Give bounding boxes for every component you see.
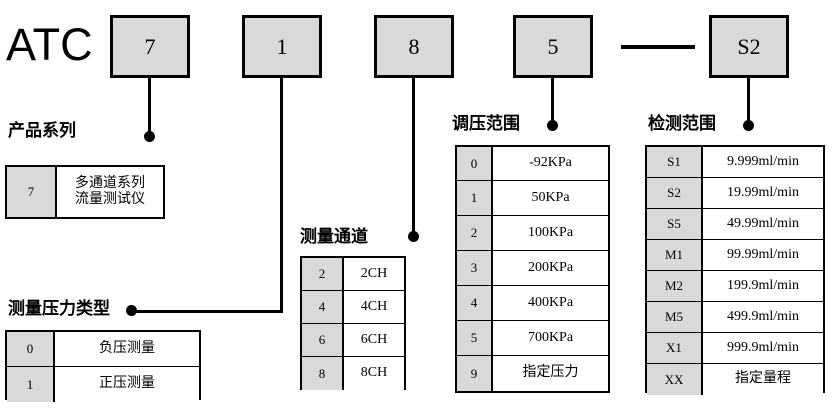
cell-code: 6 (302, 324, 344, 356)
cell-desc: -92KPa (493, 147, 608, 180)
connector-pressure-type-dot (126, 305, 137, 316)
table-pressure-range: 0 -92KPa 1 50KPa 2 100KPa 3 200KPa 4 400… (455, 145, 610, 393)
table-detection-range: S1 9.999ml/min S2 19.99ml/min S5 49.99ml… (645, 145, 825, 395)
cell-code: 5 (457, 321, 493, 355)
code-separator-dash (621, 45, 695, 49)
connector-channels-line (412, 78, 415, 236)
cell-desc: 负压测量 (55, 332, 199, 366)
cell-code: XX (647, 364, 703, 395)
table-row[interactable]: XX 指定量程 (647, 364, 823, 395)
table-row[interactable]: 8 8CH (302, 357, 404, 390)
table-row[interactable]: 3 200KPa (457, 251, 608, 286)
cell-code: S5 (647, 209, 703, 239)
cell-code: 8 (302, 357, 344, 390)
table-pressure-type: 0 负压测量 1 正压测量 (5, 330, 201, 402)
table-row[interactable]: 1 50KPa (457, 181, 608, 216)
cell-code: 2 (302, 258, 344, 290)
connector-detection-range-dot (743, 120, 754, 131)
cell-code: 0 (457, 147, 493, 180)
label-pressure-range: 调压范围 (452, 114, 520, 133)
table-row[interactable]: X1 999.9ml/min (647, 333, 823, 364)
label-detection-range: 检测范围 (648, 114, 716, 133)
cell-desc: 9.999ml/min (703, 147, 823, 177)
table-row[interactable]: M5 499.9ml/min (647, 302, 823, 333)
connector-pressure-type-hline (130, 310, 283, 313)
cell-desc: 4CH (344, 291, 404, 323)
cell-desc: 正压测量 (55, 367, 199, 402)
cell-desc: 6CH (344, 324, 404, 356)
cell-desc: 400KPa (493, 286, 608, 320)
table-product-series: 7 多通道系列 流量测试仪 (5, 165, 165, 219)
table-row[interactable]: S2 19.99ml/min (647, 178, 823, 209)
cell-desc: 19.99ml/min (703, 178, 823, 208)
cell-code: M1 (647, 240, 703, 270)
cell-code: S2 (647, 178, 703, 208)
cell-code: 3 (457, 251, 493, 285)
cell-desc: 50KPa (493, 181, 608, 215)
cell-code: 4 (457, 286, 493, 320)
cell-code: S1 (647, 147, 703, 177)
code-box-pressure-range[interactable]: 5 (513, 15, 593, 78)
table-row[interactable]: 9 指定压力 (457, 356, 608, 391)
cell-code: 1 (7, 367, 55, 402)
table-row[interactable]: 4 4CH (302, 291, 404, 324)
cell-desc: 多通道系列 流量测试仪 (57, 167, 163, 217)
cell-code: 7 (7, 167, 57, 217)
code-box-series[interactable]: 7 (110, 15, 190, 78)
label-pressure-type: 测量压力类型 (8, 299, 110, 318)
cell-desc: 100KPa (493, 216, 608, 250)
connector-pressure-type-vline (280, 78, 283, 312)
table-row[interactable]: S5 49.99ml/min (647, 209, 823, 240)
table-channels: 2 2CH 4 4CH 6 6CH 8 8CH (300, 256, 406, 390)
table-row[interactable]: 6 6CH (302, 324, 404, 357)
table-row[interactable]: 7 多通道系列 流量测试仪 (7, 167, 163, 217)
table-row[interactable]: 0 -92KPa (457, 147, 608, 181)
label-product-series: 产品系列 (8, 121, 76, 140)
cell-desc: 200KPa (493, 251, 608, 285)
cell-code: 4 (302, 291, 344, 323)
connector-pressure-range-dot (547, 120, 558, 131)
table-row[interactable]: M1 99.99ml/min (647, 240, 823, 271)
cell-code: M2 (647, 271, 703, 301)
brand-text: ATC (6, 19, 93, 70)
code-box-detection-range[interactable]: S2 (709, 15, 789, 78)
cell-desc: 49.99ml/min (703, 209, 823, 239)
cell-code: 2 (457, 216, 493, 250)
connector-series-dot (144, 131, 155, 142)
connector-channels-dot (408, 231, 419, 242)
connector-pressure-range-line (551, 78, 554, 126)
label-channels: 测量通道 (300, 227, 368, 246)
cell-desc: 999.9ml/min (703, 333, 823, 363)
cell-desc: 指定压力 (493, 356, 608, 391)
table-row[interactable]: 5 700KPa (457, 321, 608, 356)
cell-desc: 700KPa (493, 321, 608, 355)
cell-code: 1 (457, 181, 493, 215)
cell-desc: 8CH (344, 357, 404, 390)
table-row[interactable]: 0 负压测量 (7, 332, 199, 367)
table-row[interactable]: 4 400KPa (457, 286, 608, 321)
cell-code: 0 (7, 332, 55, 366)
code-box-channels[interactable]: 8 (374, 15, 454, 78)
cell-code: X1 (647, 333, 703, 363)
code-box-pressure-type[interactable]: 1 (242, 15, 322, 78)
table-row[interactable]: 2 100KPa (457, 216, 608, 251)
table-row[interactable]: 2 2CH (302, 258, 404, 291)
connector-series-line (148, 78, 151, 138)
cell-desc: 指定量程 (703, 364, 823, 395)
cell-code: M5 (647, 302, 703, 332)
connector-detection-range-line (747, 78, 750, 126)
cell-desc: 199.9ml/min (703, 271, 823, 301)
table-row[interactable]: 1 正压测量 (7, 367, 199, 402)
cell-desc: 2CH (344, 258, 404, 290)
cell-desc: 499.9ml/min (703, 302, 823, 332)
cell-desc: 99.99ml/min (703, 240, 823, 270)
table-row[interactable]: M2 199.9ml/min (647, 271, 823, 302)
table-row[interactable]: S1 9.999ml/min (647, 147, 823, 178)
cell-code: 9 (457, 356, 493, 391)
